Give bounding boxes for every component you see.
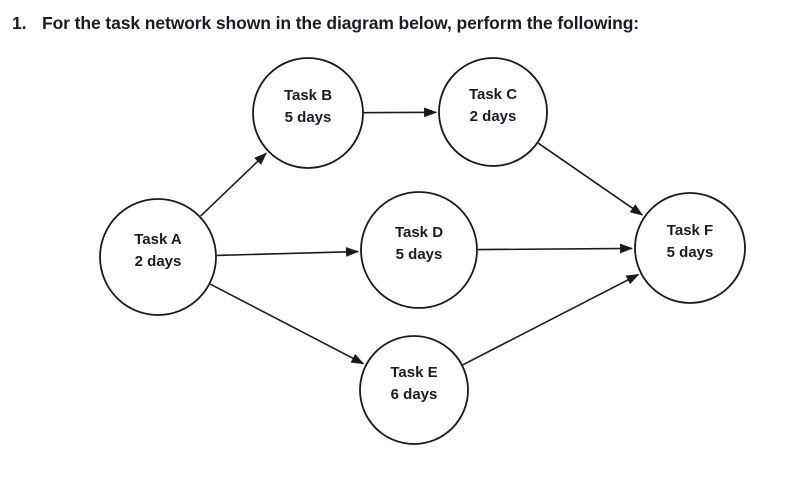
question-text: For the task network shown in the diagra… (42, 13, 640, 33)
node-task-b-circle (252, 57, 364, 169)
node-task-e-circle (359, 335, 469, 445)
node-task-d-circle (360, 191, 478, 309)
edge-d-to-f-arrow (477, 243, 634, 254)
edge-e-to-f-arrow (462, 273, 640, 366)
node-task-a-circle (99, 198, 217, 316)
node-task-f-circle (634, 192, 746, 304)
edge-a-to-e-arrow (210, 283, 365, 365)
question-heading: 1. For the task network shown in the dia… (12, 13, 639, 34)
edge-a-to-d-arrow (216, 247, 360, 257)
question-number: 1. (12, 13, 27, 33)
node-task-c-circle (438, 57, 548, 167)
edge-c-to-f-arrow (537, 142, 644, 216)
edge-a-to-b-arrow (200, 152, 267, 217)
